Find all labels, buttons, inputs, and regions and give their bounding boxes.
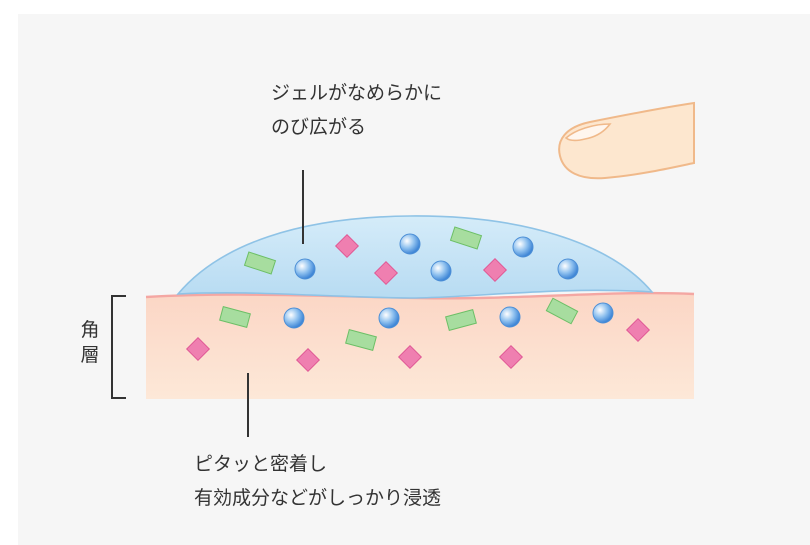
ingredient-sphere (592, 302, 614, 324)
ingredient-capsule (219, 306, 251, 328)
ingredient-sphere (557, 258, 579, 280)
ingredient-diamond (295, 347, 321, 373)
ingredient-sphere (430, 260, 452, 282)
callout-gel-spreads-line1: ジェルがなめらかに (271, 82, 443, 104)
ingredient-capsule (243, 251, 277, 275)
ingredient-capsule (445, 309, 477, 331)
callout-gel-spreads: ジェルがなめらかに のび広がる (271, 76, 442, 144)
ingredient-diamond (482, 257, 508, 283)
ingredient-diamond (373, 260, 399, 286)
callout-gel-spreads-line2: のび広がる (271, 116, 367, 138)
ingredient-sphere (399, 233, 421, 255)
ingredient-sphere (378, 307, 400, 329)
ingredient-sphere (283, 307, 305, 329)
ingredient-capsule (545, 297, 579, 325)
bracket (111, 295, 126, 399)
skin-particles (185, 297, 651, 373)
gel-drop (176, 215, 654, 299)
ingredient-capsule (449, 226, 483, 250)
callout-penetration: ピタッと密着し 有効成分などがしっかり浸透 (194, 447, 441, 515)
ingredient-diamond (625, 317, 651, 343)
finger-illustration (558, 101, 695, 180)
ingredient-capsule (345, 329, 377, 351)
ingredient-sphere (294, 258, 316, 280)
layer-label: 角層 (80, 319, 100, 366)
gel-particles (243, 226, 579, 286)
ingredient-diamond (498, 344, 524, 370)
ingredient-sphere (512, 236, 534, 258)
ingredient-diamond (185, 336, 211, 362)
ingredient-sphere (499, 306, 521, 328)
ingredient-diamond (334, 233, 360, 259)
callout-penetration-line2: 有効成分などがしっかり浸透 (194, 487, 442, 509)
callout-penetration-line1: ピタッと密着し (194, 453, 328, 475)
ingredient-diamond (397, 344, 423, 370)
